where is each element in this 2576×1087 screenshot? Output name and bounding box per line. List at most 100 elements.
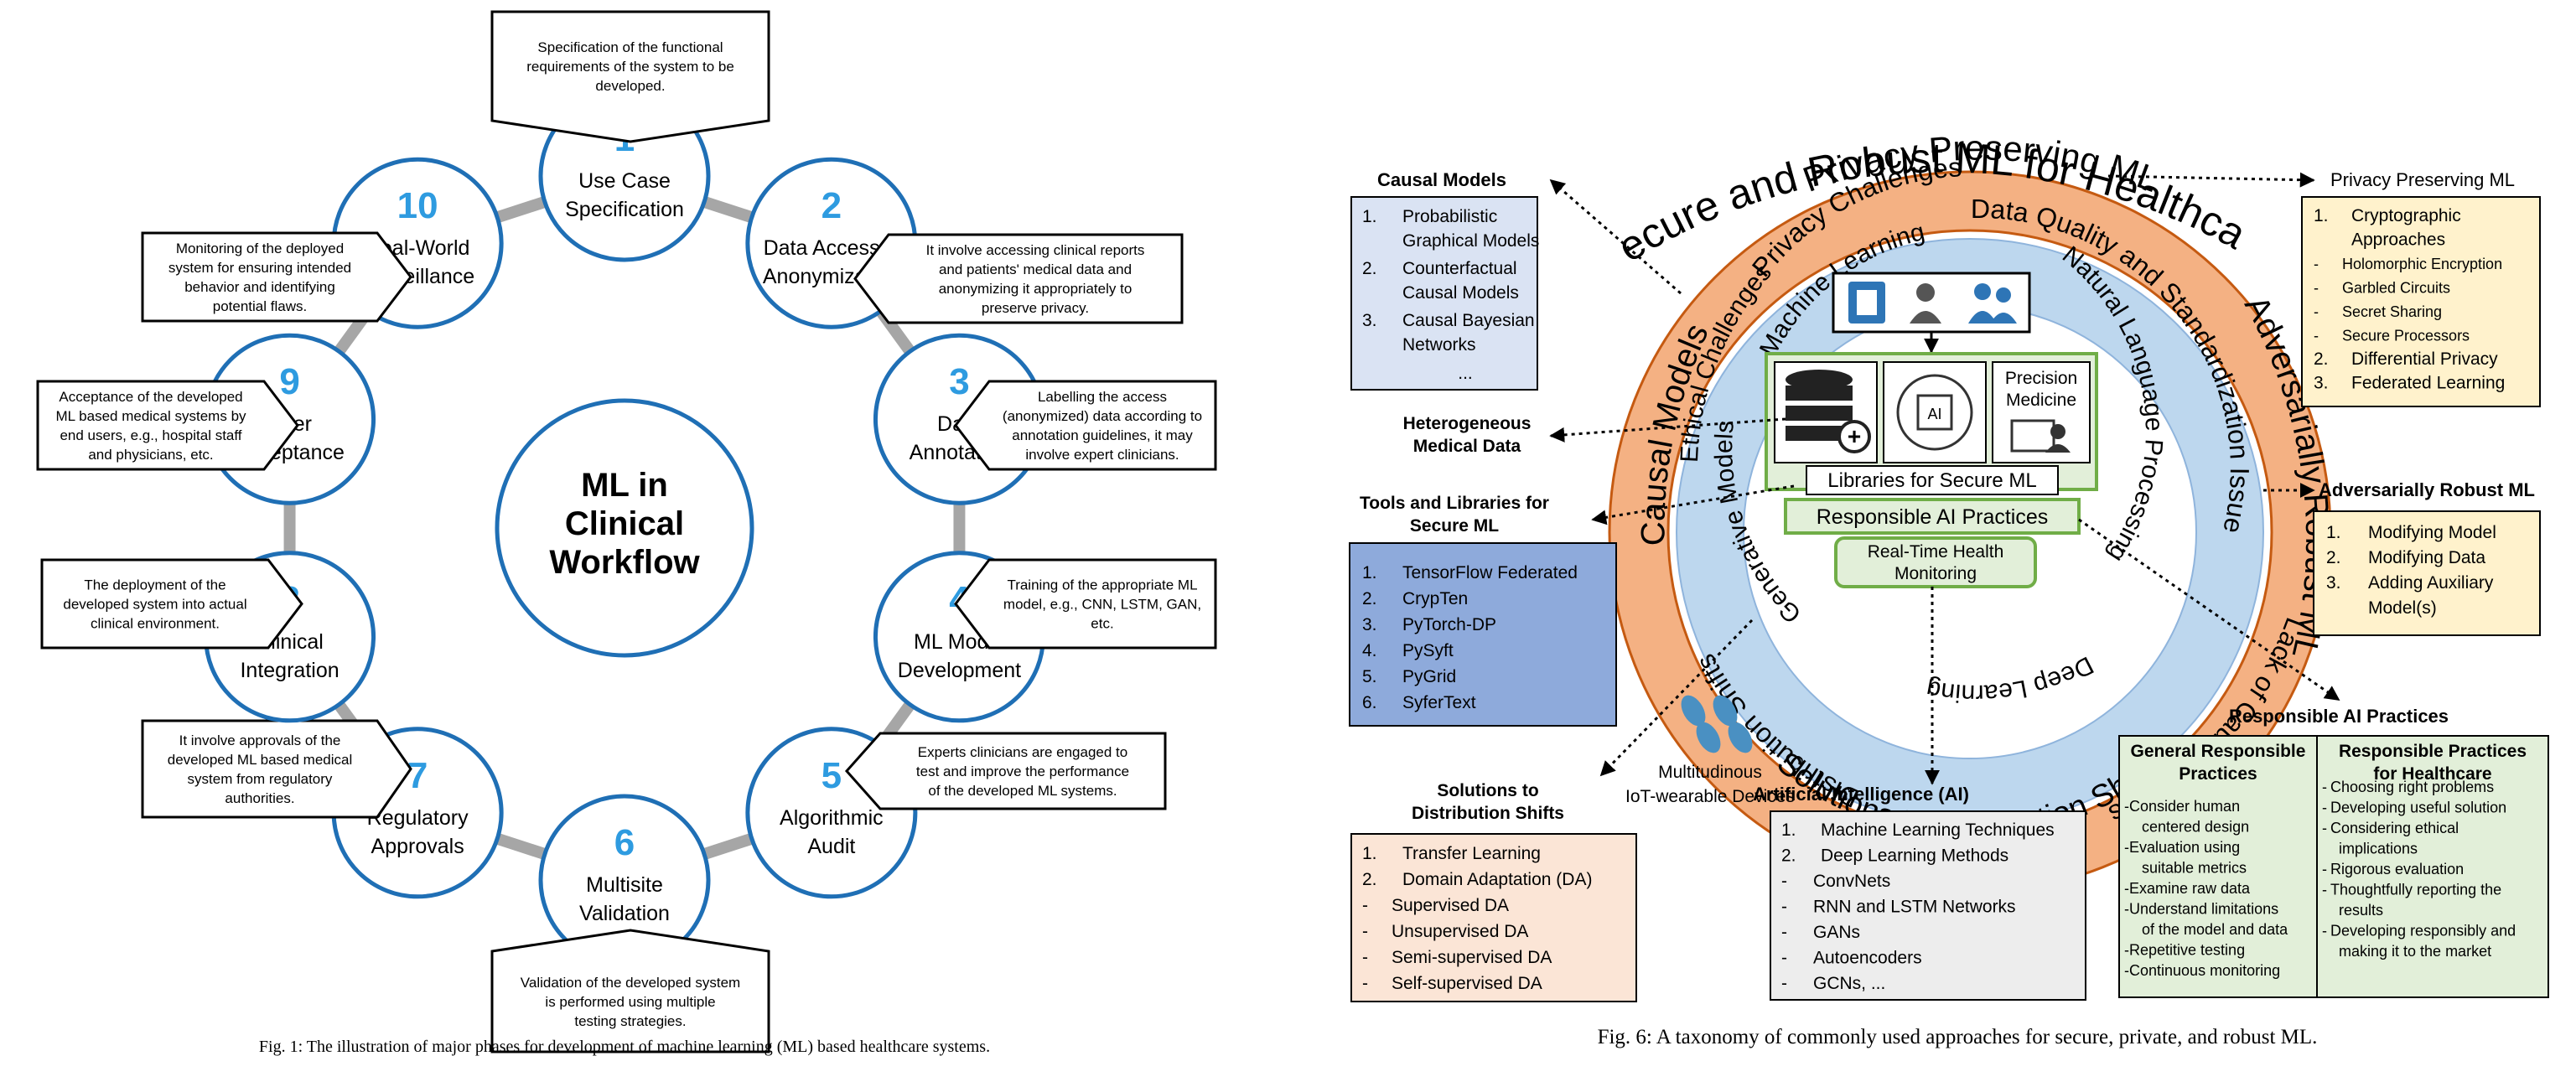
note-text: developed. <box>595 78 665 94</box>
ai-item: GCNs, ... <box>1813 974 1885 993</box>
ai-item: Autoencoders <box>1813 949 1922 968</box>
privacy-item-num: 2. <box>2314 349 2329 369</box>
general-bullet: - <box>2124 798 2129 815</box>
causal-item-num: 3. <box>1362 311 1377 330</box>
fig6-caption: Fig. 6: A taxonomy of commonly used appr… <box>1598 1026 2318 1048</box>
precision-label: Precision <box>2005 369 2077 388</box>
general-bullet: - <box>2124 901 2129 918</box>
privacy-item: Secure Processors <box>2342 328 2470 344</box>
note-text: system from regulatory <box>188 771 333 787</box>
device-icon <box>1681 695 1706 727</box>
note-box <box>490 929 770 1053</box>
realtime-box <box>1834 536 2037 588</box>
causal-item: Networks <box>1402 335 1476 355</box>
tools-title: Tools and Libraries for <box>1360 494 1549 513</box>
general-item: Examine raw data <box>2129 880 2251 897</box>
fig6-taxonomy-diagram: Secure and Robust ML for HealthcarePriva… <box>0 0 2549 1048</box>
group-icon <box>1974 283 1991 300</box>
health-item: Choosing right problems <box>2330 779 2494 795</box>
note-text: authorities. <box>225 790 294 806</box>
clipboard-paper <box>1857 290 1877 315</box>
tools-item: PySyft <box>1402 641 1454 660</box>
center-circle <box>495 398 754 658</box>
responsible-title: Responsible AI Practices <box>2229 706 2449 727</box>
ai-panel <box>1770 810 2086 1001</box>
tools-item: TensorFlow Federated <box>1402 563 1578 582</box>
ai-item-num: - <box>1781 949 1787 968</box>
iot-label: Multitudinous <box>1658 763 1762 782</box>
responsible-label: Responsible AI Practices <box>1817 505 2049 529</box>
tools-title: Secure ML <box>1410 516 1499 536</box>
general-item: of the model and data <box>2142 921 2288 938</box>
note-box <box>844 732 1167 810</box>
ai-item: Machine Learning Techniques <box>1821 820 2055 840</box>
shifts-item-num: 2. <box>1362 870 1377 889</box>
general-bullet: - <box>2124 942 2129 959</box>
causal-item: Causal Bayesian <box>1402 311 1535 330</box>
phase-number: 2 <box>822 185 842 226</box>
privacy-title: Privacy Preserving ML <box>2330 169 2515 190</box>
note-text: The deployment of the <box>84 577 225 593</box>
note-text: behavior and identifying <box>184 279 335 295</box>
health-item: Thoughtfully reporting the <box>2330 882 2501 898</box>
tools-item-num: 1. <box>1362 563 1377 582</box>
health-bullet: - <box>2322 820 2327 836</box>
database-layer <box>1786 386 1853 401</box>
privacy-item: Approaches <box>2351 230 2445 250</box>
tools-item-num: 5. <box>1362 667 1377 686</box>
phase-note-1: Specification of the functionalrequireme… <box>490 10 770 143</box>
ai-item-num: - <box>1781 898 1787 917</box>
shifts-item: Domain Adaptation (DA) <box>1402 870 1592 889</box>
health-bullet: - <box>2322 779 2327 795</box>
note-text: model, e.g., CNN, LSTM, GAN, <box>1003 597 1201 613</box>
ai-title: Artificial Intelligence (AI) <box>1753 784 1969 805</box>
causal-item-num: 2. <box>1362 259 1377 278</box>
center-title: Workflow <box>549 544 700 581</box>
general-practices-panel <box>2118 735 2318 998</box>
privacy-item: Federated Learning <box>2351 374 2505 393</box>
note-text: potential flaws. <box>213 298 307 314</box>
adversarial-item-num: 3. <box>2326 573 2341 593</box>
chip-label: AI <box>1927 406 1941 422</box>
shifts-item-num: 1. <box>1362 844 1377 863</box>
note-box <box>954 380 1217 471</box>
general-title: General Responsible <box>2131 742 2306 761</box>
note-text: and patients' medical data and <box>939 261 1132 277</box>
shifts-item: Unsupervised DA <box>1392 922 1528 941</box>
realtime-label: Monitoring <box>1894 564 1977 583</box>
causal-item: Graphical Models <box>1402 231 1539 251</box>
libraries-label: Libraries for Secure ML <box>1827 469 2036 492</box>
heterogeneous-label: Medical Data <box>1413 437 1521 456</box>
tools-item-num: 2. <box>1362 589 1377 608</box>
causal-item: Probabilistic <box>1402 207 1497 226</box>
shifts-title: Solutions to <box>1437 781 1538 800</box>
shifts-item: Transfer Learning <box>1402 844 1541 863</box>
general-title: Practices <box>2179 764 2257 784</box>
database-layer <box>1786 426 1853 441</box>
phase-label: Use Case <box>578 169 671 193</box>
tools-item-num: 4. <box>1362 641 1377 660</box>
note-text: requirements of the system to be <box>526 59 734 75</box>
note-text: Validation of the developed system <box>521 975 740 991</box>
ai-item: RNN and LSTM Networks <box>1813 898 2016 917</box>
shifts-item-num: - <box>1362 948 1368 967</box>
database-layer <box>1786 406 1853 421</box>
note-text: and physicians, etc. <box>88 447 213 463</box>
note-text: system for ensuring intended <box>168 260 351 276</box>
note-box <box>36 380 299 471</box>
privacy-item-num: 3. <box>2314 374 2329 393</box>
phase-number: 9 <box>279 361 299 402</box>
ai-item: Deep Learning Methods <box>1821 846 2008 866</box>
privacy-item: Differential Privacy <box>2351 349 2498 369</box>
privacy-panel <box>2301 196 2541 407</box>
center-title: ML in <box>581 467 668 504</box>
note-box <box>853 233 1184 324</box>
arrow-shifts <box>1599 619 1754 777</box>
fig1-workflow-diagram: ML inClinicalWorkflow1Use CaseSpecificat… <box>36 10 1217 1056</box>
note-text: developed ML based medical <box>168 752 353 768</box>
